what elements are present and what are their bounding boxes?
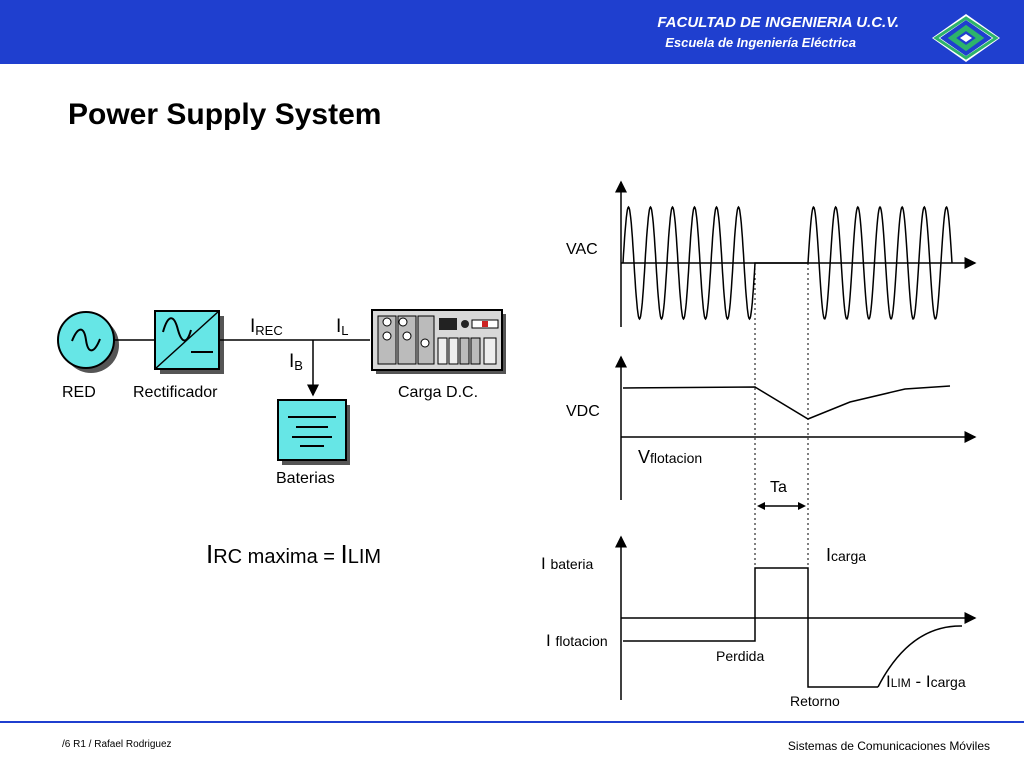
battery-icon xyxy=(277,399,350,465)
rectifier-icon xyxy=(154,310,224,374)
perdida-label: Perdida xyxy=(716,648,765,664)
vdc-label: VDC xyxy=(566,403,600,420)
rectifier-label: Rectificador xyxy=(133,384,218,401)
dc-load-equipment-icon xyxy=(371,309,506,374)
ilim-minus-icarga-label: ILIM - Icarga xyxy=(886,672,966,691)
institution-name: FACULTAD DE INGENIERIA U.C.V. xyxy=(657,14,899,31)
ucv-logo-icon xyxy=(932,14,1000,62)
ta-interval-arrow xyxy=(757,502,806,510)
battery-label: Baterias xyxy=(276,470,335,487)
current-limit-formula: IRC maxima = ILIM xyxy=(206,539,382,569)
ta-label: Ta xyxy=(770,479,787,496)
i-battery-label: IB xyxy=(289,351,303,373)
footer-author: /6 R1 / Rafael Rodriguez xyxy=(62,739,172,750)
vac-label: VAC xyxy=(566,241,598,258)
school-name: Escuela de Ingeniería Eléctrica xyxy=(665,35,856,50)
load-label: Carga D.C. xyxy=(398,384,479,401)
battery-current-waveform xyxy=(615,535,977,700)
i-rec-label: IREC xyxy=(250,316,283,338)
red-label: RED xyxy=(62,384,96,401)
footer-divider xyxy=(0,721,1024,723)
i-flotacion-label: I flotacion xyxy=(546,631,608,650)
header-bar: FACULTAD DE INGENIERIA U.C.V. Escuela de… xyxy=(0,0,1024,64)
vac-waveform xyxy=(615,180,977,327)
vdc-waveform xyxy=(615,355,977,500)
retorno-label: Retorno xyxy=(790,693,840,709)
i-load-label: IL xyxy=(336,316,349,338)
footer-course: Sistemas de Comunicaciones Móviles xyxy=(787,739,990,753)
page-title: Power Supply System xyxy=(68,98,382,131)
i-carga-label: Icarga xyxy=(826,545,867,565)
ac-source-icon xyxy=(57,311,119,373)
i-bateria-label: I bateria xyxy=(541,554,594,573)
v-float-label: Vflotacion xyxy=(638,447,703,467)
